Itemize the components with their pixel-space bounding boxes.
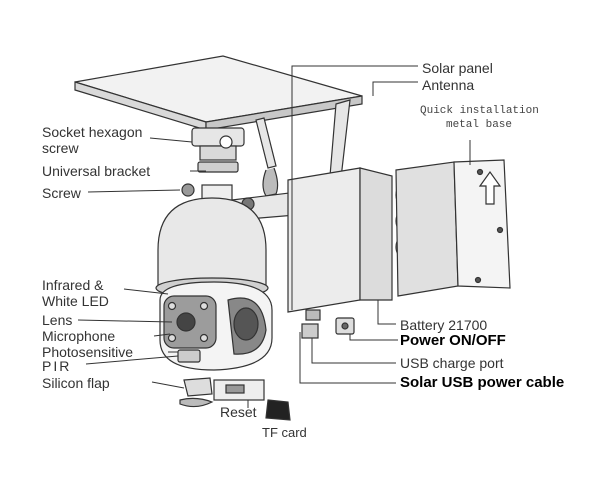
label-quick-installation-line1: Quick installation	[420, 105, 539, 117]
label-photosensitive: Photosensitive	[42, 344, 134, 360]
label-power-on-off: Power ON/OFF	[400, 332, 506, 349]
label-lens: Lens	[42, 312, 73, 328]
label-tf-card: TF card	[262, 425, 307, 440]
label-socket-hexagon-line1: Socket hexagon	[42, 124, 143, 140]
leader-lines	[77, 65, 471, 408]
label-usb-charge-port: USB charge port	[400, 355, 504, 371]
label-silicon-flap: Silicon flap	[42, 375, 110, 391]
label-quick-installation: Quick installation metal base	[420, 104, 539, 132]
camera-body-drawing	[155, 197, 273, 371]
label-infrared-white-led: Infrared & White LED	[42, 277, 109, 309]
label-infrared-line2: White LED	[42, 293, 109, 309]
label-screw: Screw	[42, 185, 81, 201]
label-microphone: Microphone	[42, 328, 116, 344]
label-battery: Battery 21700	[400, 317, 488, 333]
label-infrared-line1: Infrared &	[42, 277, 104, 293]
label-antenna: Antenna	[422, 77, 475, 93]
accessories-drawing	[179, 377, 291, 421]
label-solar-usb-power-cable: Solar USB power cable	[400, 374, 565, 391]
label-reset: Reset	[220, 404, 257, 420]
battery-box-drawing	[287, 159, 511, 339]
label-solar-panel: Solar panel	[422, 60, 493, 76]
label-socket-hexagon-line2: screw	[42, 140, 79, 156]
label-universal-bracket: Universal bracket	[42, 163, 151, 179]
label-socket-hexagon-screw: Socket hexagon screw	[42, 124, 142, 156]
label-quick-installation-line2: metal base	[445, 119, 512, 131]
solar-panel-drawing	[74, 55, 363, 131]
label-pir: PIR	[42, 358, 72, 374]
